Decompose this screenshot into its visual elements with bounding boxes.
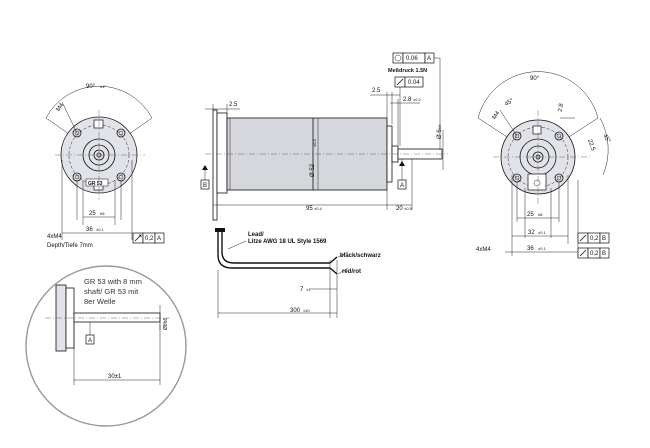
dia-52: Ø 52: [310, 163, 316, 177]
detail-line-3: 8er Welle: [84, 297, 116, 306]
dim-25: 25: [89, 211, 96, 217]
side-view: 2.5 2.5 2.8 ±0.2 Ø 52 ±0.3 Ø 6 h6 95 ±0.…: [200, 52, 448, 221]
measure-force: Meßdruck 1.5N: [388, 68, 427, 74]
tol-004: 0.04: [408, 80, 420, 86]
svg-text:±0.1: ±0.1: [538, 230, 547, 235]
right-angle-label: 90°: [530, 76, 540, 82]
detail-len: 30±1: [108, 374, 122, 380]
right-dim-2-8: 2.8: [558, 102, 565, 112]
lead-black: black/schwarz: [340, 253, 381, 259]
lead-label-1: Lead/: [248, 232, 264, 238]
lead-label-2: Litze AWG 18 UL Style 1569: [248, 239, 327, 245]
svg-text:±0.1: ±0.1: [538, 246, 547, 251]
thread-label-small: M4: [56, 102, 66, 113]
right-dim-25: 25: [527, 212, 534, 218]
svg-text:±10: ±10: [303, 308, 310, 313]
lead-red: red/rot: [342, 269, 361, 275]
angle-label: 90°: [86, 84, 96, 90]
dim-36: 36: [86, 227, 93, 233]
right-thread-label: 4xM4: [476, 247, 491, 253]
right-tol-ref-1: B: [602, 236, 606, 242]
left-end-view: 90° ±1° GR 53 M4 25 h8 36: [45, 84, 165, 249]
len-20: 20: [396, 206, 403, 212]
svg-text:±0.3: ±0.3: [312, 138, 317, 147]
right-dim-36: 36: [527, 246, 534, 252]
detail-line-1: GR 53 with 8 mm: [84, 277, 142, 286]
lead-drawing: Lead/ Litze AWG 18 UL Style 1569 black/s…: [215, 228, 381, 318]
detail-datum: A: [88, 338, 92, 344]
svg-text:±1: ±1: [306, 287, 311, 292]
svg-text:±0.2: ±0.2: [413, 97, 422, 102]
detail-dia: Ø8h6: [163, 318, 169, 330]
dim-2-5-right: 2.5: [372, 88, 381, 94]
len-95: 95: [306, 206, 313, 212]
svg-text:h8: h8: [100, 211, 105, 216]
detail-line-2: shaft/ GR 53 mit: [84, 287, 139, 296]
datum-b: B: [203, 183, 207, 189]
thread-label: 4xM4: [47, 234, 62, 240]
right-angle-22-5: 22.5: [586, 139, 596, 153]
svg-text:±1°: ±1°: [100, 84, 106, 89]
dim-2-5-left: 2.5: [229, 102, 238, 108]
right-angle-45b: 45°: [601, 133, 611, 144]
right-tol-value-1: 0,2: [590, 236, 599, 242]
lead-dim-300: 300: [290, 308, 301, 314]
right-end-view: 90° 45° 45° 22.5 M4 2.8 25 h8: [476, 71, 611, 259]
tol-ref: A: [157, 236, 161, 242]
dim-2-8: 2.8: [403, 97, 412, 103]
depth-label: Depth/Tiefe 7mm: [47, 243, 93, 249]
right-thread-small: M4: [492, 110, 502, 121]
svg-text:h6: h6: [437, 124, 442, 129]
svg-text:±0.5: ±0.5: [404, 206, 413, 211]
shaft-detail: GR 53 with 8 mm shaft/ GR 53 mit 8er Wel…: [25, 265, 187, 427]
svg-text:±0.4: ±0.4: [314, 206, 323, 211]
right-tol-value-2: 0,2: [590, 251, 599, 257]
svg-text:±0.1: ±0.1: [96, 227, 105, 232]
right-angle-45a: 45°: [504, 98, 515, 108]
right-tol-ref-2: B: [602, 251, 606, 257]
right-dim-32: 32: [528, 230, 535, 236]
gr53-marking: GR 53: [88, 181, 103, 187]
tol-value: 0,2: [145, 236, 154, 242]
tol-006-ref: A: [427, 56, 431, 62]
svg-text:h8: h8: [538, 212, 543, 217]
lead-dim-7: 7: [300, 287, 304, 293]
datum-a: A: [400, 183, 404, 189]
tol-006: 0.06: [406, 56, 418, 62]
